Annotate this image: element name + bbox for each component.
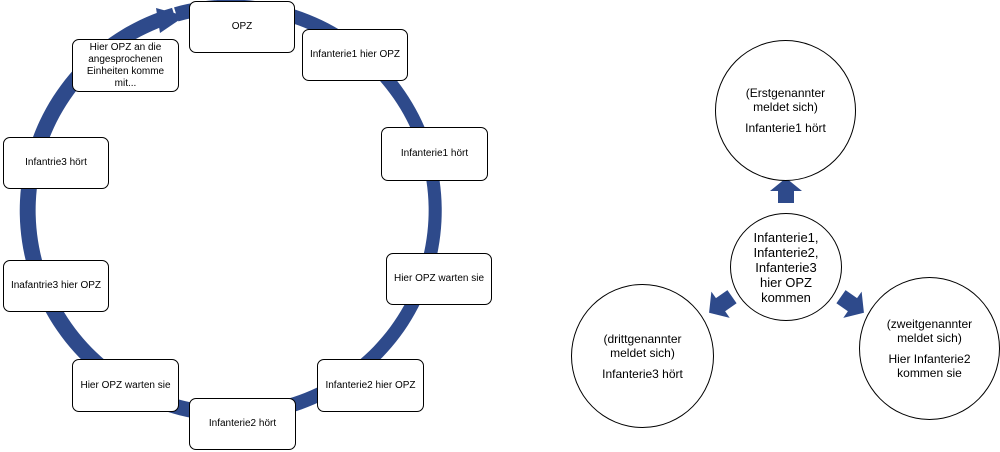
hub-line-2: Infanterie2, <box>753 244 819 260</box>
cycle-step-opz: OPZ <box>189 1 295 53</box>
left-node-text: Infanterie3 hört <box>602 367 683 381</box>
top-node-note-line-1: (Erstgenannter <box>745 86 826 100</box>
radial-top-node: (Erstgenannter meldet sich) Infanterie1 … <box>715 40 856 181</box>
left-node-note: (drittgenannter meldet sich) <box>603 332 681 360</box>
cycle-step-infanterie2-hoert: Infanterie2 hört <box>189 398 296 450</box>
left-node-note-line-1: (drittgenannter <box>603 331 682 346</box>
cycle-step-hier-opz-warten-sie-2: Hier OPZ warten sie <box>72 359 179 412</box>
cycle-step-infantrie3-hier-opz: Inafantrie3 hier OPZ <box>3 260 109 312</box>
left-node-note-line-2: meldet sich) <box>610 345 675 360</box>
cycle-step-infantrie3-hoert: Infantrie3 hört <box>3 137 109 189</box>
radial-left-node: (drittgenannter meldet sich) Infanterie3… <box>571 284 714 428</box>
hub-line-3: Infanterie3 <box>755 259 817 275</box>
radial-right-node: (zweitgenannter meldet sich) Hier Infant… <box>859 277 1000 420</box>
right-node-note: (zweitgenannter meldet sich) <box>887 317 972 345</box>
cycle-ring-arrowhead <box>156 8 185 33</box>
right-node-note-line-1: (zweitgenannter <box>886 317 973 331</box>
left-node-text-line-1: Infanterie3 hört <box>602 366 683 381</box>
arrow-down-left-icon <box>709 290 737 318</box>
cycle-step-infanterie1-hier-opz: Infanterie1 hier OPZ <box>302 29 408 81</box>
top-node-note: (Erstgenannter meldet sich) <box>746 86 825 114</box>
cycle-step-infanterie2-hier-opz: Infanterie2 hier OPZ <box>317 359 424 412</box>
hub-line-5: kommen <box>761 289 811 305</box>
cycle-step-opz-an-einheiten: Hier OPZ an die angesprochenen Einheiten… <box>72 39 179 92</box>
cycle-step-infanterie1-hoert: Infanterie1 hört <box>381 127 488 181</box>
top-node-text: Infanterie1 hört <box>745 121 826 135</box>
radial-hub: Infanterie1, Infanterie2, Infanterie3 hi… <box>730 213 842 321</box>
hub-line-4: hier OPZ <box>759 274 812 290</box>
right-node-text-line-2: kommen sie <box>897 366 962 380</box>
right-node-note-line-2: meldet sich) <box>897 331 962 345</box>
right-node-text-line-1: Hier Infanterie2 <box>888 352 971 366</box>
right-node-text: Hier Infanterie2 kommen sie <box>888 352 970 380</box>
cycle-step-hier-opz-warten-sie-1: Hier OPZ warten sie <box>386 253 492 305</box>
top-node-text-line-1: Infanterie1 hört <box>745 121 826 135</box>
hub-line-1: Infanterie1, <box>753 229 819 245</box>
top-node-note-line-2: meldet sich) <box>753 100 818 114</box>
arrow-down-right-icon <box>836 290 864 318</box>
arrow-up-icon <box>770 178 802 203</box>
